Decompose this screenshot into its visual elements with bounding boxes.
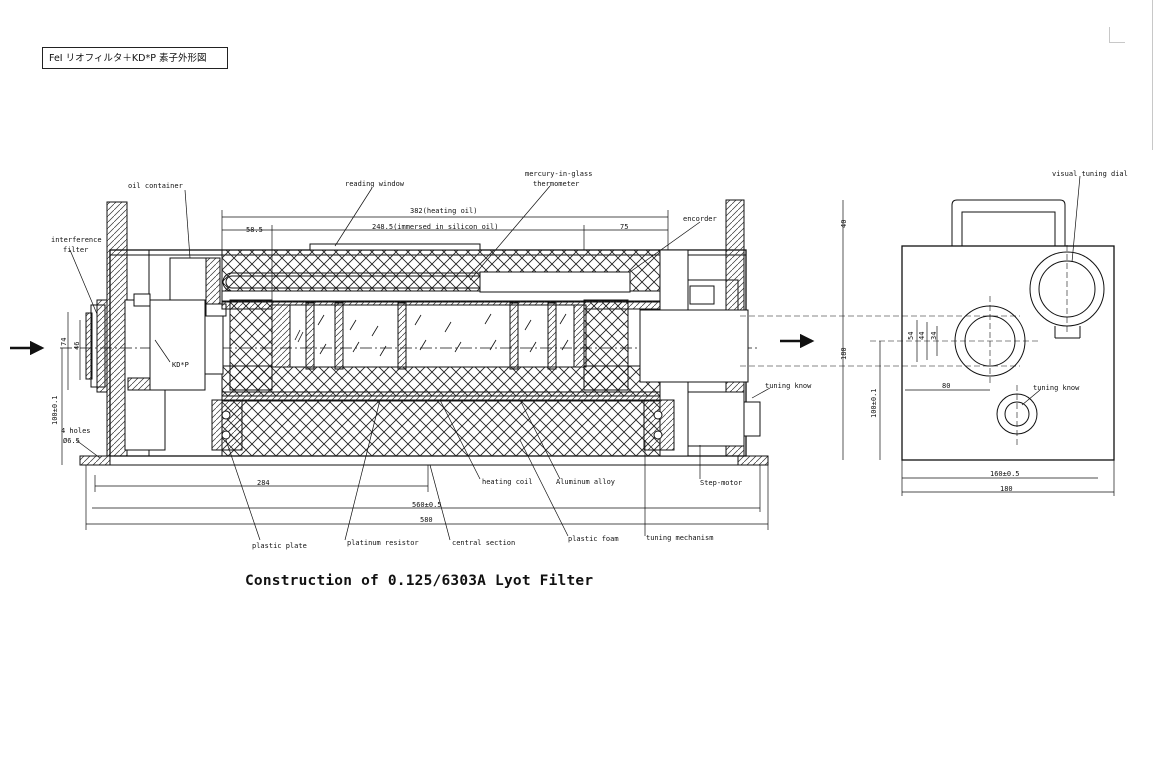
dim-40: 40 <box>840 220 848 228</box>
dim-80: 80 <box>942 382 950 390</box>
header-label: FeI リオフィルタ＋KD*P 素子外形図 <box>49 53 207 64</box>
end-housing <box>901 245 1115 461</box>
handle <box>951 199 1066 246</box>
dim-34: 34 <box>930 332 938 340</box>
crystal-stack <box>271 304 585 368</box>
dim-immersed: 248.5(immersed in silicon oil) <box>372 223 498 231</box>
dim-54: 54 <box>907 332 915 340</box>
crop-mark-top-right <box>1109 27 1110 43</box>
dim-44: 44 <box>918 332 926 340</box>
dim-284: 284 <box>257 479 270 487</box>
label-tuning-know-side: tuning know <box>765 382 812 390</box>
drawing-caption: Construction of 0.125/6303A Lyot Filter <box>245 573 594 589</box>
dim-46: 46 <box>73 342 81 350</box>
label-interference-2: filter <box>63 246 88 254</box>
label-central-section: central section <box>452 539 515 547</box>
label-kdp: KD*P <box>172 361 189 369</box>
dimension-lines <box>61 175 1115 541</box>
dim-58: 58.5 <box>246 226 263 234</box>
label-aluminum-alloy: Aluminum alloy <box>556 478 615 486</box>
dim-100-end: 100±0.1 <box>870 388 878 418</box>
label-step-motor: Step-motor <box>700 479 742 487</box>
dim-75: 75 <box>620 223 628 231</box>
label-encorder: encorder <box>683 215 717 223</box>
label-reading-window: reading window <box>345 180 405 188</box>
dim-180-v: 180 <box>840 347 848 360</box>
label-interference-1: interference <box>51 236 102 244</box>
end-view <box>740 199 1115 461</box>
dim-heating-oil: 382(heating oil) <box>410 207 477 215</box>
step-motor-body <box>687 391 745 447</box>
label-heating-coil: heating coil <box>482 478 533 486</box>
label-thermometer-2: thermometer <box>533 180 579 188</box>
lower-foam <box>221 399 661 457</box>
label-tuning-know-end: tuning know <box>1033 384 1080 392</box>
label-platinum-resistor: platinum resistor <box>347 539 419 547</box>
dim-74: 74 <box>60 338 68 346</box>
label-tuning-mechanism: tuning mechanism <box>646 534 713 542</box>
label-plastic-foam: plastic foam <box>568 535 619 543</box>
page-edge-right <box>1152 0 1153 150</box>
dim-180-h: 180 <box>1000 485 1013 493</box>
base-plate <box>79 455 769 466</box>
label-plastic-plate: plastic plate <box>252 542 307 550</box>
header-label-box: FeI リオフィルタ＋KD*P 素子外形図 <box>42 47 228 69</box>
dim-560: 560±0.5 <box>412 501 442 509</box>
side-view <box>10 199 815 466</box>
dim-100-side: 100±0.1 <box>51 395 59 425</box>
label-visual-tuning-dial: visual tuning dial <box>1052 170 1128 178</box>
label-holes-2: Ø6.5 <box>63 437 80 445</box>
thermometer-tube <box>222 272 480 292</box>
dim-160: 160±0.5 <box>990 470 1020 478</box>
label-holes-1: 4 holes <box>61 427 91 435</box>
label-oil-container: oil container <box>128 182 183 190</box>
drawing-labels: oil container reading window mercury-in-… <box>51 170 1128 550</box>
crop-mark-top-right-h <box>1109 42 1125 43</box>
label-thermometer-1: mercury-in-glass <box>525 170 592 178</box>
reading-window <box>309 243 481 251</box>
dim-580: 580 <box>420 516 433 524</box>
